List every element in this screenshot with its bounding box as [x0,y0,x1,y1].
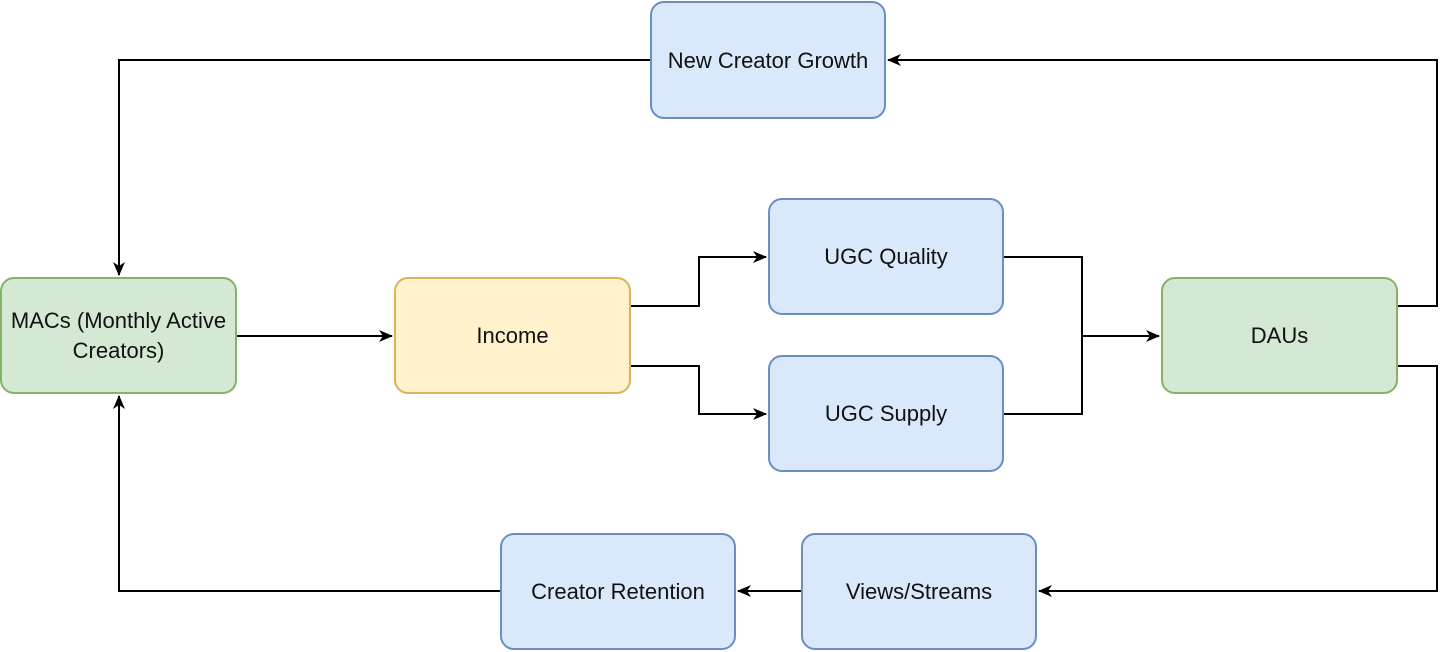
edge-income-to-ugc-supply [631,365,767,420]
edge-income-to-ugc-quality [631,251,767,307]
edge-ugc-quality-to-daus [1004,256,1083,336]
node-new-creator-growth[interactable]: New Creator Growth [650,1,886,119]
node-macs[interactable]: MACs (Monthly Active Creators) [0,277,237,394]
node-income[interactable]: Income [394,277,631,394]
node-daus[interactable]: DAUs [1161,277,1398,394]
node-views-streams[interactable]: Views/Streams [801,533,1037,650]
node-label: New Creator Growth [667,47,869,73]
edge-ugc-supply-to-daus [1004,330,1160,415]
edge-creator-retention-to-macs [113,395,500,592]
edge-daus-to-new-creator-growth [887,54,1438,307]
node-label: DAUs [1250,323,1309,348]
edge-new-creator-growth-to-macs [113,59,650,276]
node-label: UGC Quality [824,244,948,269]
node-label: Creator Retention [531,579,705,604]
node-label: UGC Supply [824,401,948,426]
edge-daus-to-views-streams [1038,365,1438,597]
node-label: MACs (Monthly Active Creators) [10,307,227,363]
node-creator-retention[interactable]: Creator Retention [500,533,736,650]
node-label: Income [476,323,549,348]
node-label: Views/Streams [845,579,993,604]
node-ugc-supply[interactable]: UGC Supply [768,355,1004,472]
node-ugc-quality[interactable]: UGC Quality [768,198,1004,315]
